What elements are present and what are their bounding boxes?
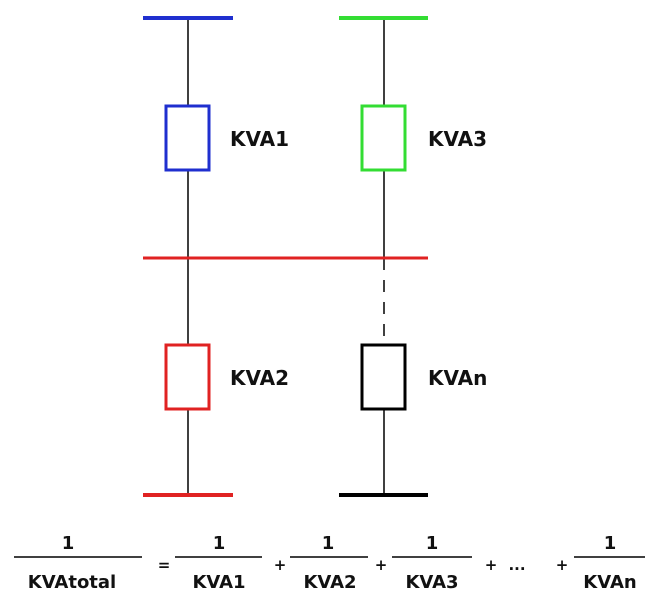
termn-denominator: KVAn: [583, 572, 636, 593]
termn-numerator: 1: [604, 533, 617, 554]
plus-sign-4: +: [556, 556, 569, 574]
term2-numerator: 1: [322, 533, 335, 554]
ellipsis: ...: [508, 556, 525, 574]
plus-sign-2: +: [375, 556, 388, 574]
label-kvan: KVAn: [428, 366, 487, 390]
transformer-kva2: [164, 343, 211, 411]
transformer-kva1: [164, 104, 211, 172]
label-kva3: KVA3: [428, 127, 487, 151]
term2-denominator: KVA2: [303, 572, 356, 593]
term1-numerator: 1: [213, 533, 226, 554]
term3-numerator: 1: [426, 533, 439, 554]
formula: 1 KVAtotal = 1 KVA1 + 1 KVA2 + 1 KVA3 + …: [14, 533, 645, 593]
lhs-denominator: KVAtotal: [28, 572, 116, 593]
term3-denominator: KVA3: [405, 572, 458, 593]
plus-sign-1: +: [274, 556, 287, 574]
transformer-kvan: [360, 343, 407, 411]
equals-sign: =: [158, 556, 171, 574]
plus-sign-3: +: [485, 556, 498, 574]
term1-denominator: KVA1: [192, 572, 245, 593]
transformer-kva3: [360, 104, 407, 172]
label-kva1: KVA1: [230, 127, 289, 151]
lhs-numerator: 1: [62, 533, 75, 554]
label-kva2: KVA2: [230, 366, 289, 390]
